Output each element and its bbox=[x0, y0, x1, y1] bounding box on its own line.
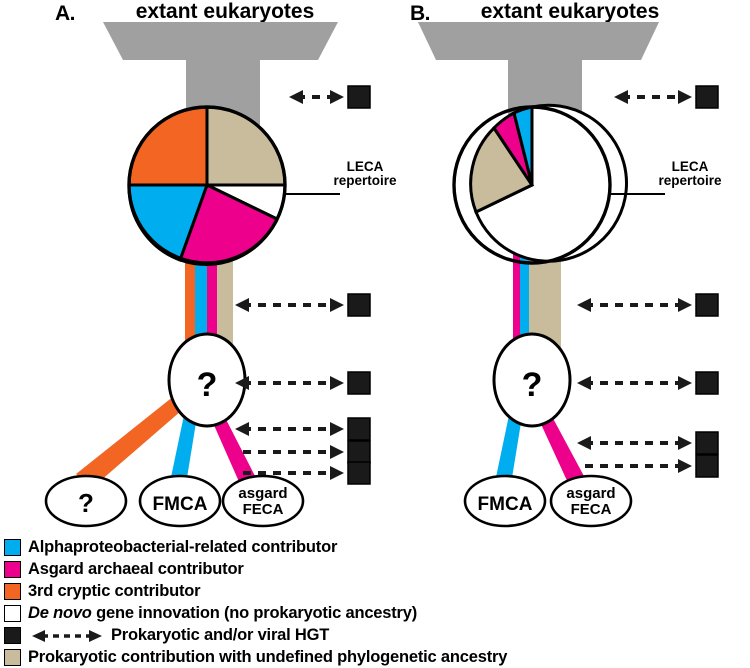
stem-band-asgard-b bbox=[513, 232, 520, 354]
hgt-arrowheads-b bbox=[577, 90, 692, 473]
legend-label-hgt: Prokaryotic and/or viral HGT bbox=[111, 626, 330, 644]
leca-label-b-line1: LECA bbox=[671, 159, 709, 174]
leca-label-a-line2: repertoire bbox=[333, 173, 397, 189]
legend-swatch-alphaproteobacterial bbox=[4, 539, 21, 556]
stem-band-cryptic-a bbox=[185, 228, 195, 354]
legend-label-alphaproteobacterial: Alphaproteobacterial-related contributor bbox=[28, 538, 338, 556]
leaf-ellipse-fmca-a bbox=[138, 474, 222, 528]
stem-band-alpha-b bbox=[520, 232, 529, 354]
panel-a-letter: A. bbox=[55, 2, 76, 25]
legend-swatch-de-novo bbox=[4, 605, 21, 622]
leaf-ellipse-asgard-a bbox=[221, 474, 305, 528]
leaf-label-asgard-b-l2: FECA bbox=[571, 501, 612, 518]
legend-label-undefined: Prokaryotic contribution with undefined … bbox=[28, 648, 508, 666]
leaf-label-asgard-a-l2: FECA bbox=[243, 501, 284, 518]
node-label-a: ? bbox=[197, 366, 218, 404]
panel-b-graphic: ? FMCA asgard FECA bbox=[418, 22, 719, 528]
leaf-label-asgard-a-l1: asgard bbox=[238, 485, 287, 502]
legend-label-cryptic: 3rd cryptic contributor bbox=[28, 582, 201, 600]
legend-item-undefined: Prokaryotic contribution with undefined … bbox=[4, 647, 507, 668]
hgt-arrowheads-a bbox=[235, 90, 344, 480]
legend-swatch-undefined bbox=[4, 649, 21, 666]
legend-label-de-novo-rest: gene innovation (no prokaryotic ancestry… bbox=[91, 604, 418, 622]
legend-item-alphaproteobacterial: Alphaproteobacterial-related contributor bbox=[4, 537, 337, 558]
hgt-squares-a bbox=[347, 85, 371, 485]
legend-item-cryptic: 3rd cryptic contributor bbox=[4, 581, 201, 602]
node-label-b: ? bbox=[522, 366, 543, 404]
legend-item-de-novo: De novo gene innovation (no prokaryotic … bbox=[4, 603, 417, 624]
pie-chart-a bbox=[127, 105, 287, 266]
legend-label-de-novo: De novo gene innovation (no prokaryotic … bbox=[28, 604, 417, 623]
branch-cryptic-a bbox=[76, 388, 196, 488]
leca-repertoire-label-a: LECA repertoire bbox=[326, 159, 404, 189]
legend-swatch-hgt bbox=[4, 627, 21, 644]
node-ellipse-b bbox=[492, 332, 572, 428]
leaf-label-fmca-b: FMCA bbox=[478, 494, 533, 515]
leca-repertoire-label-b: LECA repertoire bbox=[651, 159, 729, 189]
legend: Alphaproteobacterial-related contributor… bbox=[0, 533, 750, 667]
stem-band-asgard-a bbox=[207, 228, 217, 354]
panel-b: B. extant eukaryotes ? FMCA asgard FECA bbox=[375, 0, 750, 535]
leaf-ellipse-fmca-b bbox=[463, 474, 547, 528]
leca-label-a-line1: LECA bbox=[346, 159, 384, 174]
hgt-arrow-icon bbox=[30, 628, 104, 644]
legend-label-de-novo-italic: De novo bbox=[28, 604, 92, 622]
panel-a: A. extant eukaryotes ? ? FMC bbox=[0, 0, 397, 535]
leaf-ellipse-asgard-b bbox=[549, 474, 633, 528]
panel-b-letter: B. bbox=[410, 2, 431, 25]
leaf-label-cryptic-a: ? bbox=[78, 488, 94, 518]
hgt-squares-b bbox=[695, 85, 719, 478]
leaf-label-fmca-a: FMCA bbox=[153, 494, 208, 515]
legend-item-asgard: Asgard archaeal contributor bbox=[4, 559, 244, 580]
legend-item-hgt: Prokaryotic and/or viral HGT bbox=[4, 625, 329, 646]
legend-label-asgard: Asgard archaeal contributor bbox=[28, 560, 244, 578]
panel-a-graphic: ? ? FMCA asgard FECA bbox=[44, 22, 371, 528]
legend-swatch-cryptic bbox=[4, 583, 21, 600]
legend-swatch-asgard bbox=[4, 561, 21, 578]
leaf-ellipse-cryptic-a bbox=[44, 474, 128, 528]
leaf-label-asgard-b-l1: asgard bbox=[566, 485, 615, 502]
panel-a-title: extant eukaryotes bbox=[135, 0, 315, 23]
pie-chart-b bbox=[452, 103, 628, 265]
panel-b-title: extant eukaryotes bbox=[480, 0, 660, 23]
leca-label-b-line2: repertoire bbox=[658, 173, 722, 189]
